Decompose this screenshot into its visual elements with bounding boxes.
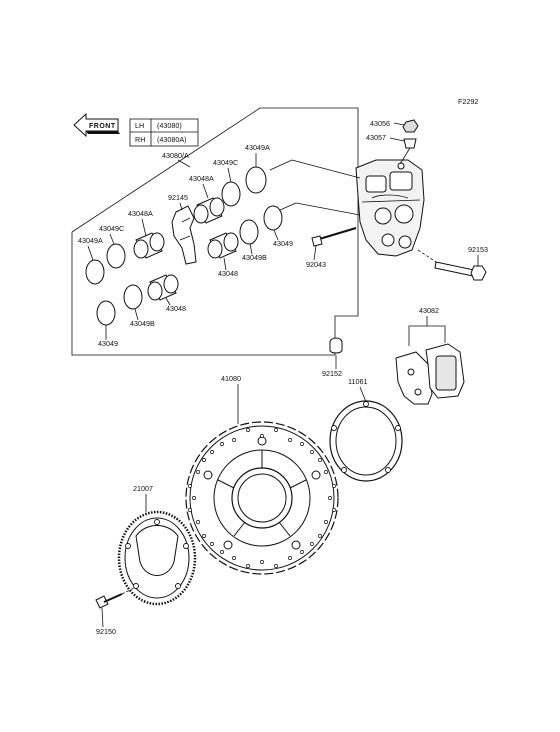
pin (311, 227, 357, 247)
label-pin: 92043 (306, 260, 326, 269)
bleeder-valve (399, 138, 417, 165)
front-label: FRONT (89, 123, 116, 130)
label-dust-seal-c-top: 43049C (213, 158, 238, 167)
legend-part-lh: (43080) (157, 121, 182, 130)
label-dust-seal-b-center: 43049B (242, 253, 267, 262)
dust-seal-b-left (123, 284, 143, 310)
screw (95, 587, 135, 609)
piston-seal-a-top (245, 166, 267, 194)
label-bolt: 92153 (468, 245, 488, 254)
label-piston-seal-left: 43049 (98, 339, 118, 348)
label-dust-seal-c-left: 43049C (99, 224, 124, 233)
piston-left (147, 274, 179, 301)
label-disc: 41080 (221, 374, 241, 383)
bleeder-cap (402, 119, 419, 133)
dust-seal-c-left (106, 243, 126, 269)
label-caliper-assy: 43080/A (162, 151, 189, 160)
label-piston-seal-a-top: 43049A (245, 143, 270, 152)
legend-part-rh: (43080A) (157, 135, 187, 144)
piston-a-left (133, 232, 165, 259)
cap (329, 337, 343, 354)
bolt (417, 249, 487, 281)
label-rotor-sensor: 21007 (133, 484, 153, 493)
brake-disc (185, 421, 339, 575)
legend-side-rh: RH (135, 135, 145, 144)
figure-code: F2292 (458, 97, 478, 106)
disc-sensor-ring (329, 400, 403, 482)
label-bleeder-cap: 43056 (370, 119, 390, 128)
dust-seal-b-center (239, 219, 259, 245)
caliper-body (355, 159, 425, 257)
label-disc-sensor-ring: 11061 (348, 377, 367, 386)
caliper-assy-boundary (71, 107, 359, 356)
label-piston-a-left: 43048A (128, 209, 153, 218)
label-piston-center: 43048 (218, 269, 238, 278)
label-screw: 92150 (96, 627, 116, 636)
piston-seal-center (263, 205, 283, 231)
piston-center (207, 232, 239, 259)
label-pad-spring: 92145 (168, 193, 188, 202)
label-piston-seal-a-left: 43049A (78, 236, 103, 245)
dust-seal-c-top (221, 181, 241, 207)
label-bleeder-valve: 43057 (366, 133, 386, 142)
pad-spring (171, 205, 197, 265)
legend-side-lh: LH (135, 121, 144, 130)
pad-set (395, 343, 465, 405)
label-piston-a-center: 43048A (189, 174, 214, 183)
label-piston-seal-center: 43049 (273, 239, 293, 248)
label-piston-left: 43048 (166, 304, 186, 313)
front-arrow-icon: FRONT (73, 112, 120, 138)
rotor-sensor-ring (117, 510, 197, 606)
label-pad-set: 43082 (419, 306, 439, 315)
piston-seal-a-left (85, 259, 105, 285)
label-cap: 92152 (322, 369, 342, 378)
label-dust-seal-b-left: 43049B (130, 319, 155, 328)
piston-seal-left (96, 300, 116, 326)
piston-a-center (193, 197, 225, 224)
legend-table: LH (43080) RH (43080A) (129, 118, 199, 147)
